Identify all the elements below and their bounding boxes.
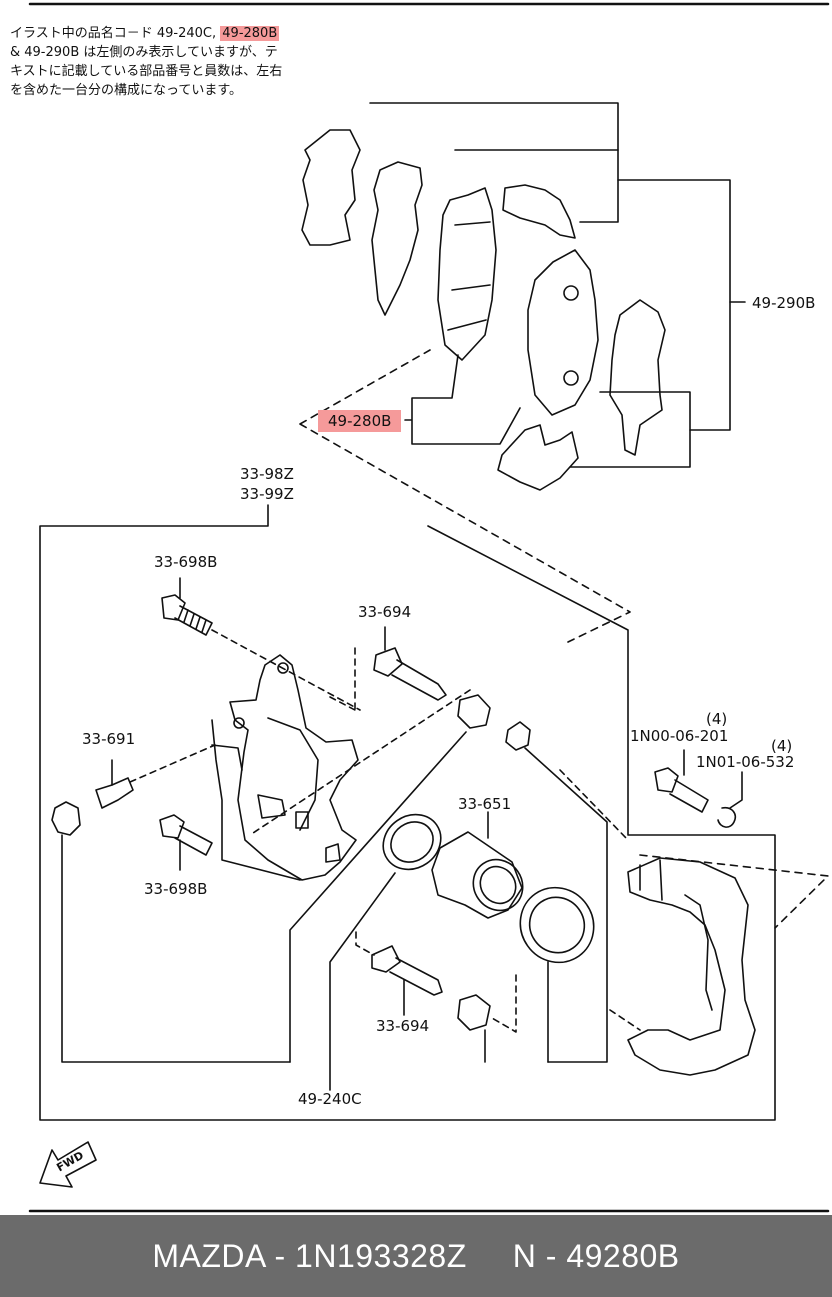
label-49-240c: 49-240C xyxy=(298,1090,362,1108)
note-line2: & 49-290B は左側のみ表示していますが、テ xyxy=(10,45,278,60)
note-line1: イラスト中の品名コ－ド 49-240C, xyxy=(10,26,217,41)
guide-pin-bottom xyxy=(371,945,401,973)
note-line4: を含めた一台分の構成になっています。 xyxy=(10,83,243,98)
piston xyxy=(431,831,523,919)
label-33-99z: 33-99Z xyxy=(240,485,294,503)
label-1n00-06-201: 1N00-06-201 xyxy=(630,727,729,745)
footer-code: N - 49280B xyxy=(512,1237,680,1274)
label-qty-532: (4) xyxy=(771,737,793,755)
label-49-280b: 49-280B xyxy=(318,410,402,432)
label-33-694-top: 33-694 xyxy=(358,603,412,621)
lock-washer xyxy=(717,806,737,828)
dust-boot xyxy=(519,886,595,964)
label-33-651: 33-651 xyxy=(458,795,512,813)
bolt-top xyxy=(161,594,186,621)
label-33-698b-bottom: 33-698B xyxy=(144,880,208,898)
bleeder-cap xyxy=(51,801,81,836)
label-1n01-06-532: 1N01-06-532 xyxy=(696,753,795,771)
piston-seal xyxy=(382,813,442,871)
pin-boot-top xyxy=(457,694,491,729)
brake-pad-outer xyxy=(527,249,599,416)
note-highlight: 49-280B xyxy=(220,26,280,41)
mounting-bolt xyxy=(654,767,679,793)
fwd-arrow xyxy=(39,1141,97,1188)
label-33-698b-top: 33-698B xyxy=(154,553,218,571)
explanatory-note: イラスト中の品名コ－ド 49-240C, 49-280B & 49-290B は… xyxy=(10,24,282,100)
mounting-bracket xyxy=(627,857,756,1076)
footer-bar: MAZDA - 1N193328Z N - 49280B xyxy=(0,1215,832,1297)
label-33-98z: 33-98Z xyxy=(240,465,294,483)
footer-part-number: MAZDA - 1N193328Z xyxy=(152,1237,467,1274)
shim-outer xyxy=(301,129,361,246)
brake-pad-inner xyxy=(437,187,497,361)
bushing xyxy=(505,721,531,751)
shim-outer-right xyxy=(609,299,666,456)
pad-clip xyxy=(497,424,579,491)
shim-inner xyxy=(371,161,423,316)
note-line3: キストに記載している部品番号と員数は、左右 xyxy=(10,64,283,79)
bolt-bottom xyxy=(159,814,185,839)
wear-clip xyxy=(502,184,576,239)
bleeder-screw xyxy=(95,777,134,809)
label-33-691: 33-691 xyxy=(82,730,136,748)
pin-boot-bottom xyxy=(457,994,491,1031)
label-qty-201: (4) xyxy=(706,710,728,728)
diagram-drawing xyxy=(28,2,830,1213)
label-49-290b: 49-290B xyxy=(752,294,816,312)
parts-diagram: イラスト中の品名コ－ド 49-240C, 49-280B & 49-290B は… xyxy=(10,2,830,1213)
guide-pin-top xyxy=(373,647,403,677)
label-33-694-bottom: 33-694 xyxy=(376,1017,430,1035)
